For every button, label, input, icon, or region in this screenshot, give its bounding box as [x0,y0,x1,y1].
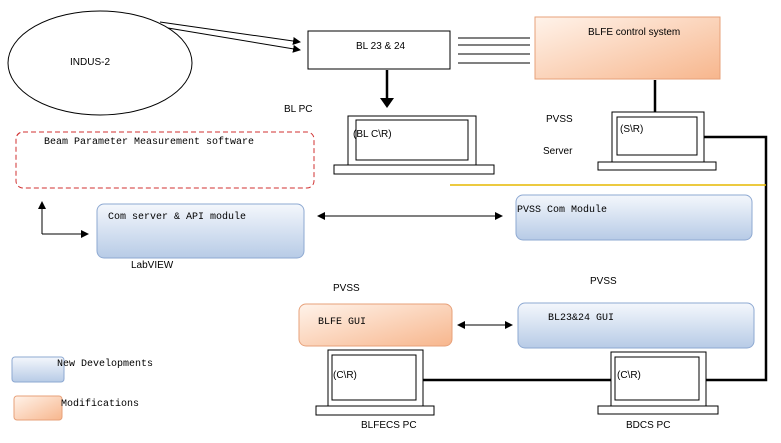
labview-label: LabVIEW [131,260,174,271]
pvss-right-label: PVSS [590,276,617,287]
pvss-top-label: PVSS [546,114,573,125]
indus-ellipse [7,10,193,116]
bl2324-gui-label: BL23&24 GUI [548,313,614,324]
legend-swatch-new [11,356,65,383]
blfe-control-label: BLFE control system [588,27,680,38]
legend-swatch-mod [13,395,63,421]
blfecs-monitor-label: (C\R) [333,370,357,381]
legend-new-label: New Developments [57,358,153,370]
server-bdcs-connector [704,135,768,382]
server-monitor-label: (S\R) [620,124,643,135]
indus-bl-arrow-1 [159,21,301,45]
bl-to-blpc-arrowhead [380,98,394,108]
bl-pc-computer [333,115,495,175]
server-computer [597,111,717,171]
blfe-control-box [534,16,721,80]
com-server-box [96,203,305,259]
blfecs-pc-label: BLFECS PC [361,420,417,431]
indus-bl-arrow-2 [167,27,301,53]
pvss-com-label: PVSS Com Module [517,204,607,216]
beam-param-label: Beam Parameter Measurement software [44,136,254,148]
indus-label: INDUS-2 [70,57,110,68]
beam-param-box [15,131,315,189]
bdcs-pc-label: BDCS PC [626,420,670,431]
bdcs-pc-computer [597,351,719,415]
blfecs-pc-computer [315,349,435,416]
bl-box [307,30,451,70]
blfe-gui-label: BLFE GUI [318,317,366,328]
legend-mod-label: Modifications [61,398,139,410]
bl2324-gui-box [517,302,755,349]
bl-monitor-label: (BL C\R) [353,129,392,140]
blfe-gui-box [298,303,453,347]
pvss-left-label: PVSS [333,283,360,294]
pvss-com-box [515,194,753,241]
server-label: Server [543,146,573,157]
bl-label: BL 23 & 24 [356,41,406,52]
com-server-label: Com server & API module [108,211,246,223]
bdcs-monitor-label: (C\R) [617,370,641,381]
bl-pc-label: BL PC [284,104,313,115]
